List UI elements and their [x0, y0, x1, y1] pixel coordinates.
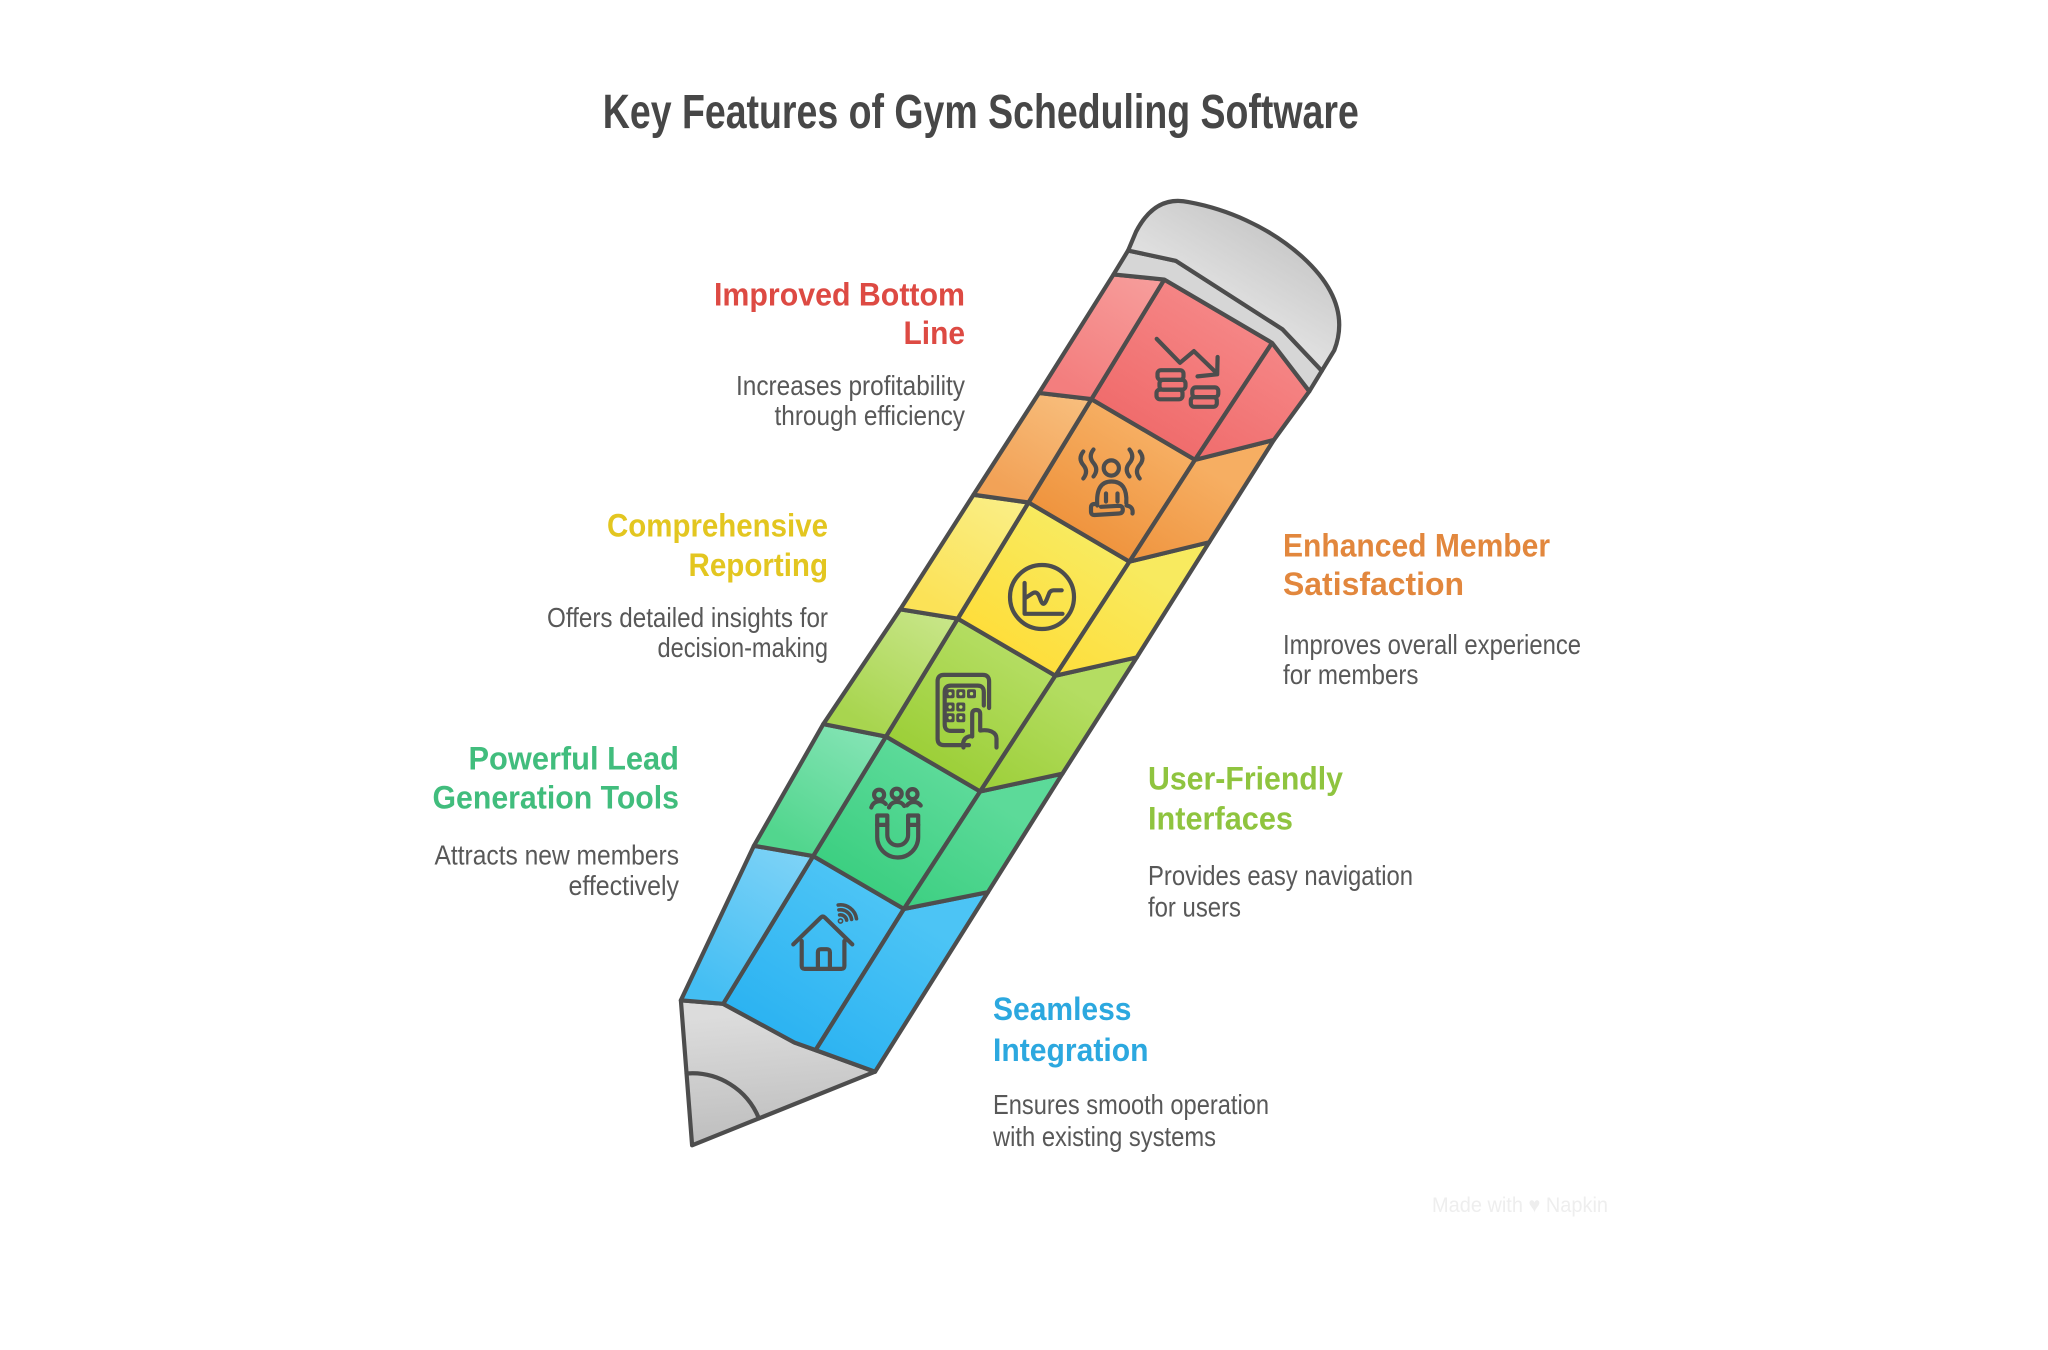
svg-text:Integration: Integration [993, 1032, 1149, 1068]
svg-text:Provides easy navigation: Provides easy navigation [1148, 860, 1413, 891]
svg-text:Line: Line [904, 315, 966, 351]
svg-text:Key Features of Gym Scheduling: Key Features of Gym Scheduling Software [603, 86, 1359, 139]
svg-text:for users: for users [1148, 891, 1241, 922]
svg-text:User-Friendly: User-Friendly [1148, 761, 1343, 797]
svg-text:Reporting: Reporting [689, 547, 829, 583]
svg-text:Offers detailed insights for: Offers detailed insights for [547, 602, 828, 633]
svg-text:Improved Bottom: Improved Bottom [714, 277, 965, 313]
svg-text:Ensures smooth operation: Ensures smooth operation [993, 1089, 1269, 1120]
svg-text:Enhanced Member: Enhanced Member [1283, 528, 1550, 564]
svg-text:effectively: effectively [569, 870, 680, 901]
svg-text:Increases profitability: Increases profitability [736, 370, 965, 401]
svg-text:with existing systems: with existing systems [992, 1121, 1216, 1152]
svg-text:Attracts new members: Attracts new members [435, 840, 680, 871]
svg-text:Comprehensive: Comprehensive [607, 508, 828, 544]
svg-text:Powerful Lead: Powerful Lead [469, 741, 680, 777]
svg-text:Seamless: Seamless [993, 991, 1132, 1027]
svg-text:Generation Tools: Generation Tools [433, 780, 680, 816]
svg-text:Interfaces: Interfaces [1148, 800, 1293, 836]
svg-text:through efficiency: through efficiency [775, 400, 966, 431]
svg-text:decision-making: decision-making [658, 632, 829, 663]
svg-text:for members: for members [1283, 659, 1419, 690]
svg-text:Made with ♥ Napkin: Made with ♥ Napkin [1432, 1194, 1608, 1217]
svg-text:Satisfaction: Satisfaction [1283, 566, 1464, 602]
svg-text:Improves overall experience: Improves overall experience [1283, 629, 1581, 660]
